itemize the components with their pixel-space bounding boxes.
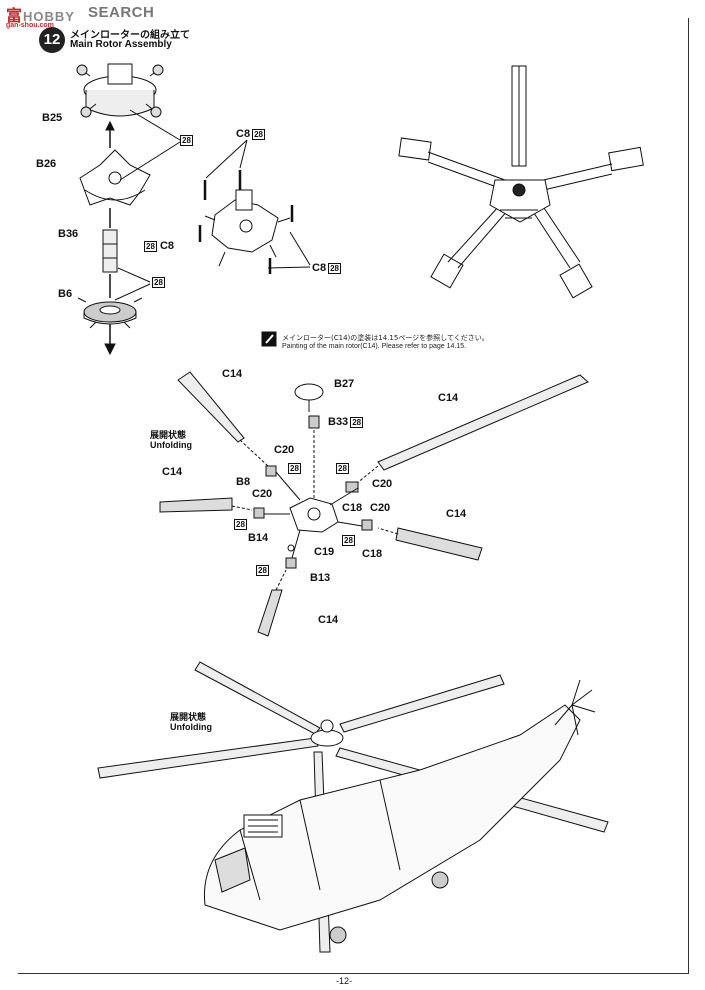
unfolding-label-en-heli: Unfolding bbox=[170, 722, 212, 732]
c14-blades-exploded bbox=[159, 371, 589, 637]
page-frame bbox=[18, 18, 689, 974]
step-number: 12 bbox=[43, 31, 61, 48]
label-b27: B27 bbox=[334, 378, 355, 390]
label-c14-upper-left: C14 bbox=[222, 368, 243, 380]
label-c19: C19 bbox=[314, 546, 335, 558]
badge-b13: 28 bbox=[256, 565, 269, 576]
watermark-search: SEARCH bbox=[88, 4, 155, 21]
label-c14-right: C14 bbox=[446, 508, 467, 520]
label-b14: B14 bbox=[248, 532, 269, 544]
label-c14-bottom: C14 bbox=[318, 614, 339, 626]
label-b13: B13 bbox=[310, 572, 331, 584]
label-c18-lower: C18 bbox=[362, 548, 383, 560]
badge-b25: 28 bbox=[180, 135, 193, 146]
step-title-en: Main Rotor Assembly bbox=[70, 39, 172, 50]
label-c14-left: C14 bbox=[162, 466, 183, 478]
unfolding-label-en-mid: Unfolding bbox=[150, 440, 192, 450]
badge-c20-right: 28 bbox=[336, 463, 349, 474]
watermark-logo: 富HOBBY bbox=[6, 8, 75, 25]
unfolding-label-jp-heli: 展開状態 bbox=[170, 713, 207, 723]
paint-note-en: Painting of the main rotor(C14). Please … bbox=[282, 343, 467, 350]
helicopter-illustration bbox=[97, 661, 609, 953]
label-c18-upper: C18 bbox=[342, 502, 363, 514]
label-b8: B8 bbox=[236, 476, 251, 488]
paint-note-jp: メインローター(C14)の塗装は14.15ページを参照してください。 bbox=[282, 334, 489, 342]
b25-hub-part bbox=[76, 63, 164, 118]
badge-c20-top: 28 bbox=[288, 463, 301, 474]
b36-shaft-part bbox=[102, 229, 118, 273]
c8-hub-exploded bbox=[198, 139, 311, 274]
label-c14-upper-right: C14 bbox=[438, 392, 459, 404]
badge-c18: 28 bbox=[342, 535, 355, 546]
label-c8-left: 28 C8 bbox=[144, 240, 175, 252]
rotor-assembly-illustration bbox=[398, 65, 644, 299]
label-c20-left: C20 bbox=[252, 488, 273, 500]
badge-b36: 28 bbox=[152, 277, 165, 288]
center-rotor-head bbox=[253, 383, 373, 569]
label-c20-right: C20 bbox=[372, 478, 393, 490]
label-c20-lower-right: C20 bbox=[370, 502, 391, 514]
label-b26: B26 bbox=[36, 158, 57, 170]
step-title-jp: メインローターの組み立て bbox=[70, 30, 190, 41]
badge-b14: 28 bbox=[234, 519, 247, 530]
watermark-site: gan-shou.com bbox=[6, 22, 54, 29]
label-b36: B36 bbox=[58, 228, 79, 240]
b6-base-part bbox=[77, 297, 143, 329]
label-b25: B25 bbox=[42, 112, 63, 124]
page-number: -12- bbox=[336, 976, 353, 986]
unfolding-label-jp-mid: 展開状態 bbox=[150, 431, 187, 441]
b26-plate-part bbox=[79, 149, 151, 206]
label-b6: B6 bbox=[58, 288, 73, 300]
label-c20-top: C20 bbox=[274, 444, 295, 456]
